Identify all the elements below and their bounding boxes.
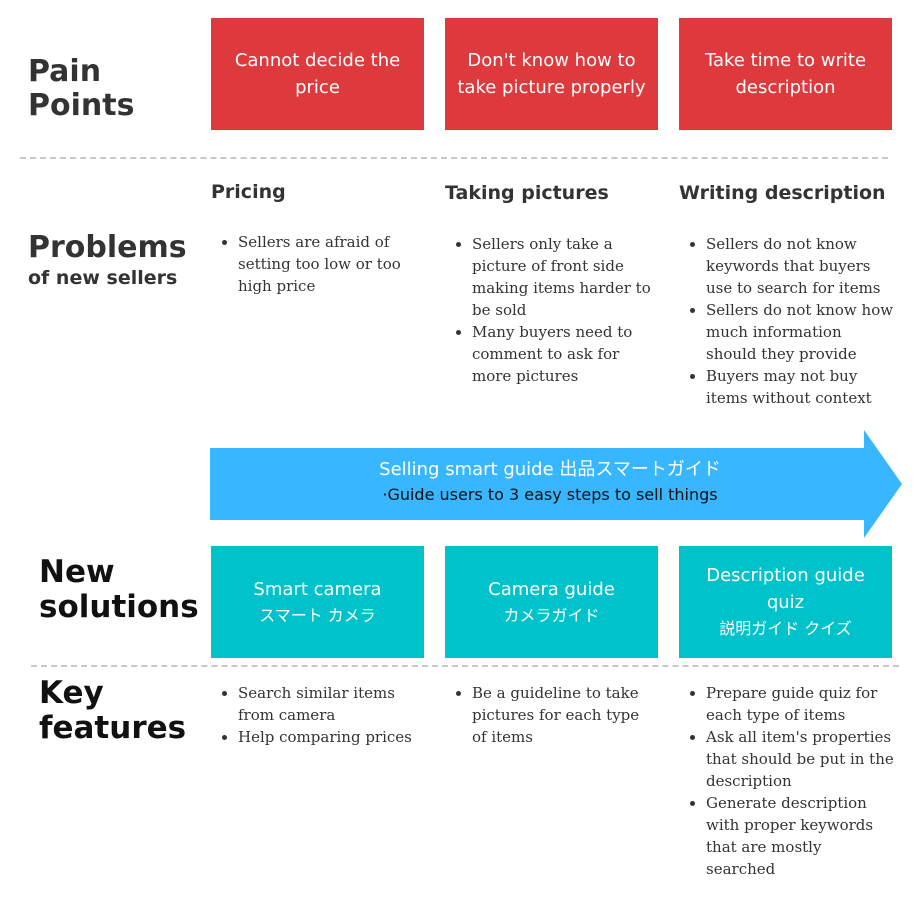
list-item: Prepare guide quiz for each type of item… xyxy=(706,682,915,726)
solution-box-smart-camera: Smart camera スマート カメラ xyxy=(211,546,424,658)
arrow-title: Selling smart guide 出品スマートガイド xyxy=(379,459,721,480)
divider-bottom xyxy=(31,665,899,667)
flow-arrow xyxy=(210,430,902,538)
new-solutions-heading-line2: solutions xyxy=(39,588,199,625)
pain-box-price: Cannot decide the price xyxy=(211,18,424,130)
list-item: Help comparing prices xyxy=(238,726,448,748)
pain-box-text: price xyxy=(295,77,340,98)
arrow-subtitle: ·Guide users to 3 easy steps to sell thi… xyxy=(382,485,718,504)
new-solutions-heading-line1: New xyxy=(39,554,115,590)
feature-list-description-quiz: Prepare guide quiz for each type of item… xyxy=(680,682,915,880)
pain-points-heading-line1: Pain xyxy=(28,54,102,89)
key-features-heading: Key features xyxy=(39,676,186,745)
solution-box-title: Smart camera xyxy=(253,578,382,600)
solution-box-title: quiz xyxy=(766,592,805,613)
problem-title-pricing: Pricing xyxy=(211,181,286,203)
problem-list-description: Sellers do not know keywords that buyers… xyxy=(680,233,915,409)
pain-box-text: Cannot decide the xyxy=(234,50,401,71)
list-item: Search similar items from camera xyxy=(238,682,448,726)
pain-box-text: Don't know how to xyxy=(467,50,636,71)
arrow-label: Selling smart guide 出品スマートガイド ·Guide use… xyxy=(210,457,890,507)
flow-arrow-shape xyxy=(210,430,902,538)
list-item: Ask all item's properties that should be… xyxy=(706,726,915,792)
solution-box-title: Description guide xyxy=(706,565,865,586)
list-item: Sellers only take a picture of front sid… xyxy=(472,233,682,321)
solution-box-description-quiz: Description guide quiz 説明ガイド クイズ xyxy=(679,546,892,658)
problem-title-description: Writing description xyxy=(679,182,886,204)
new-solutions-heading: New solutions xyxy=(39,555,199,624)
pain-box-description: Take time to write description xyxy=(679,18,892,130)
solution-box-subtitle: カメラガイド xyxy=(503,605,600,625)
list-item: Sellers are afraid of setting too low or… xyxy=(238,231,428,297)
pain-box-text: description xyxy=(735,77,836,98)
solution-box-subtitle: 説明ガイド クイズ xyxy=(719,619,852,638)
solution-box-camera-guide: Camera guide カメラガイド xyxy=(445,546,658,658)
key-features-heading-line1: Key xyxy=(39,675,104,711)
problem-title-pictures: Taking pictures xyxy=(445,182,609,204)
pain-points-heading-line2: Points xyxy=(28,87,135,123)
feature-list-camera-guide: Be a guideline to take pictures for each… xyxy=(446,682,682,748)
problems-heading-line1: Problems xyxy=(28,230,187,265)
list-item: Buyers may not buy items without context xyxy=(706,365,915,409)
problem-list-pictures: Sellers only take a picture of front sid… xyxy=(446,233,682,387)
pain-box-text: Take time to write xyxy=(704,50,867,71)
problems-heading: Problems of new sellers xyxy=(28,230,187,290)
pain-points-heading: Pain Points xyxy=(28,55,134,122)
problem-list-pricing: Sellers are afraid of setting too low or… xyxy=(212,231,428,297)
list-item: Many buyers need to comment to ask for m… xyxy=(472,321,682,387)
pain-box-picture: Don't know how to take picture properly xyxy=(445,18,658,130)
problems-heading-line2: of new sellers xyxy=(28,267,178,289)
divider-top xyxy=(20,157,888,159)
solution-box-subtitle: スマート カメラ xyxy=(259,605,376,625)
key-features-heading-line2: features xyxy=(39,709,187,746)
feature-list-smart-camera: Search similar items from camera Help co… xyxy=(212,682,448,748)
list-item: Sellers do not know how much information… xyxy=(706,299,915,365)
list-item: Be a guideline to take pictures for each… xyxy=(472,682,682,748)
list-item: Generate description with proper keyword… xyxy=(706,792,915,880)
solution-box-title: Camera guide xyxy=(488,578,615,600)
pain-box-text: take picture properly xyxy=(457,77,646,98)
list-item: Sellers do not know keywords that buyers… xyxy=(706,233,915,299)
